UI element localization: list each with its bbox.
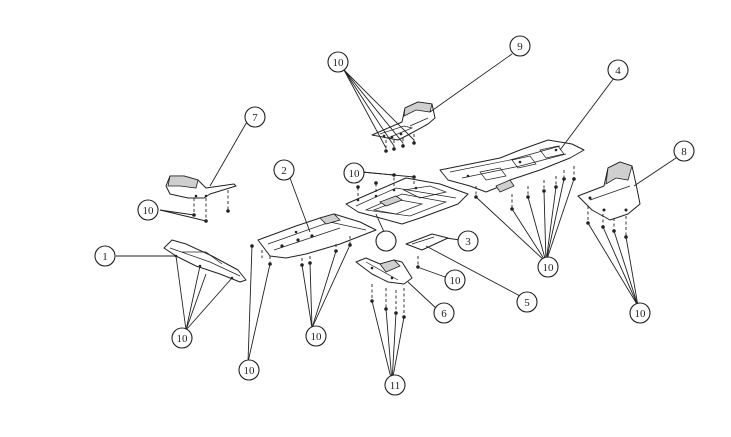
callout-10-right-center: 10 bbox=[537, 256, 559, 278]
callout-label: 2 bbox=[281, 165, 287, 177]
part-8 bbox=[577, 161, 641, 239]
callout-10-center-low: 10 bbox=[305, 325, 327, 347]
callout-9: 9 bbox=[509, 35, 531, 57]
part-2 bbox=[250, 213, 377, 267]
leader-lines bbox=[116, 53, 677, 383]
callout-label: 8 bbox=[681, 146, 687, 158]
callout-label: 10 bbox=[349, 168, 361, 180]
callout-label: 10 bbox=[333, 57, 345, 69]
part-9 bbox=[371, 101, 436, 153]
callout-label: 10 bbox=[543, 262, 555, 274]
callout-label: 10 bbox=[450, 275, 462, 287]
callout-label: 11 bbox=[390, 380, 401, 392]
callout-label: 9 bbox=[517, 41, 523, 53]
callout-5: 5 bbox=[516, 291, 538, 313]
callout-10-bottom-left: 10 bbox=[238, 359, 260, 381]
callout-11 bbox=[375, 230, 397, 252]
callout-10-near-5: 10 bbox=[444, 269, 466, 291]
callout-label: 10 bbox=[635, 308, 647, 320]
callout-10-top: 10 bbox=[327, 51, 349, 73]
part-3 bbox=[405, 233, 449, 251]
callout-label: 10 bbox=[311, 331, 323, 343]
part-7 bbox=[165, 175, 237, 223]
callout-1: 1 bbox=[94, 245, 116, 267]
callout-label: 6 bbox=[441, 308, 447, 320]
part-6 bbox=[355, 257, 413, 319]
callout-label: 10 bbox=[143, 205, 155, 217]
callout-4: 4 bbox=[607, 59, 629, 81]
callout-label: 4 bbox=[615, 65, 621, 77]
callout-8: 8 bbox=[673, 140, 695, 162]
callout-label: 1 bbox=[102, 251, 108, 263]
callout-6: 6 bbox=[433, 302, 455, 324]
callout-3: 3 bbox=[457, 230, 479, 252]
callout-label: 5 bbox=[524, 297, 530, 309]
part-1 bbox=[163, 239, 247, 283]
part-11 bbox=[345, 173, 469, 225]
callout-label: 3 bbox=[465, 236, 471, 248]
callout-10-left-upper: 10 bbox=[137, 199, 159, 221]
callout-label: 10 bbox=[244, 365, 256, 377]
part-4 bbox=[439, 139, 585, 211]
callout-10-center-top: 10 bbox=[343, 162, 365, 184]
part-5 bbox=[416, 256, 420, 269]
callout-2: 2 bbox=[273, 159, 295, 181]
callout-10-bottom-center: 11 bbox=[384, 374, 406, 396]
callout-label: 10 bbox=[177, 333, 189, 345]
callout-7: 7 bbox=[244, 106, 266, 128]
callout-10-far-right: 10 bbox=[629, 302, 651, 324]
callout-label: 7 bbox=[252, 112, 258, 124]
callout-10-left-lower: 10 bbox=[171, 327, 193, 349]
